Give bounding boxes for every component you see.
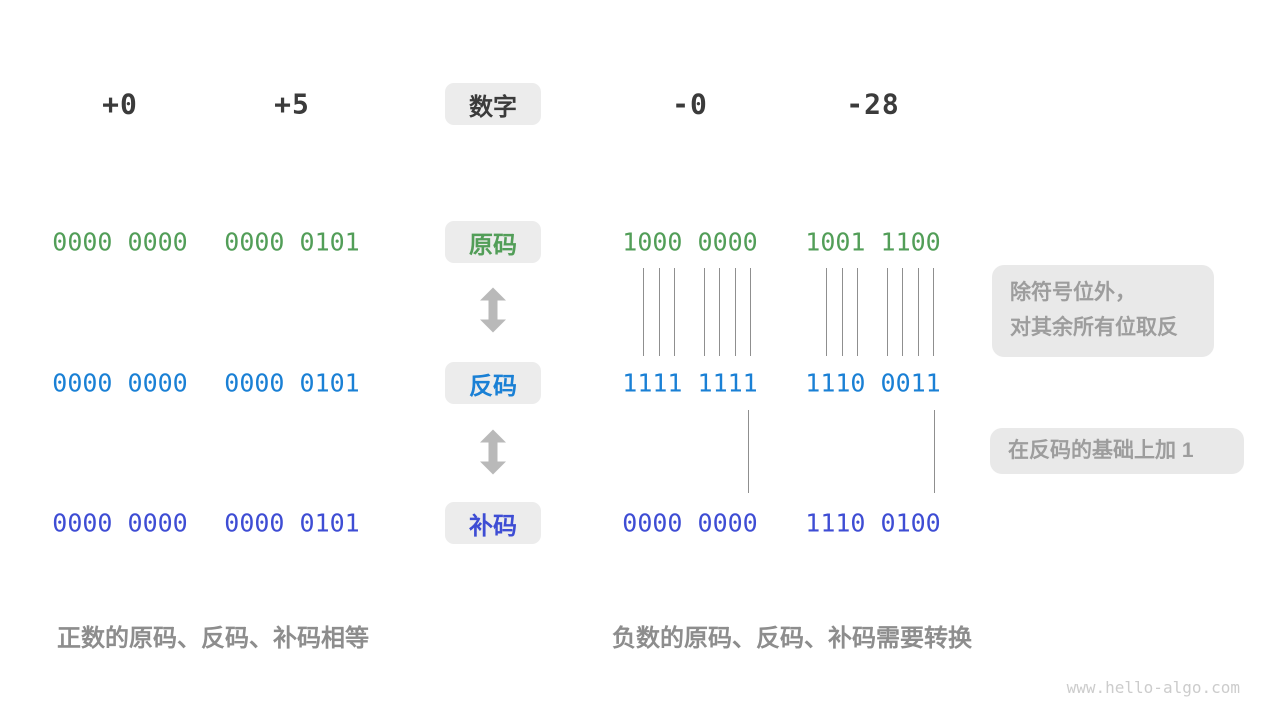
twos-complement-value: 0000 0000	[622, 508, 758, 538]
caption-negative: 负数的原码、反码、补码需要转换	[612, 625, 972, 652]
header-value-plus-0: +0	[102, 87, 138, 121]
ones-complement-label-box: 反码	[445, 362, 541, 404]
sign-magnitude-value: 0000 0000	[52, 227, 188, 257]
sign-magnitude-value: 0000 0101	[224, 227, 360, 257]
up-down-arrow-icon	[479, 429, 507, 475]
header-value-plus-5: +5	[274, 87, 310, 121]
sign-magnitude-value: 1001 1100	[805, 227, 941, 257]
up-down-arrow-icon	[479, 287, 507, 333]
sign-magnitude-value: 1000 0000	[622, 227, 758, 257]
ones-complement-value: 0000 0000	[52, 368, 188, 398]
header-label-box: 数字	[445, 83, 541, 125]
watermark: www.hello-algo.com	[1066, 678, 1240, 697]
flip-note-line2: 对其余所有位取反	[1010, 316, 1178, 339]
twos-complement-value: 0000 0000	[52, 508, 188, 538]
flip-note-line1: 除符号位外，	[1010, 281, 1136, 305]
twos-complement-label-box: 补码	[445, 502, 541, 544]
ones-complement-value: 1110 0011	[805, 368, 941, 398]
add-one-note-box: 在反码的基础上加 1	[990, 428, 1244, 474]
add-one-connector-line	[934, 410, 935, 493]
twos-complement-value: 0000 0101	[224, 508, 360, 538]
add-one-connector-line	[748, 410, 749, 493]
sign-magnitude-label-box: 原码	[445, 221, 541, 263]
header-value-minus-28: -28	[846, 87, 900, 121]
header-value-minus-0: -0	[672, 87, 708, 121]
flip-note-box: 除符号位外， 对其余所有位取反	[992, 265, 1214, 357]
add-one-note-text: 在反码的基础上加 1	[1008, 438, 1194, 462]
ones-complement-value: 1111 1111	[622, 368, 758, 398]
ones-complement-value: 0000 0101	[224, 368, 360, 398]
caption-positive: 正数的原码、反码、补码相等	[57, 625, 369, 652]
twos-complement-value: 1110 0100	[805, 508, 941, 538]
